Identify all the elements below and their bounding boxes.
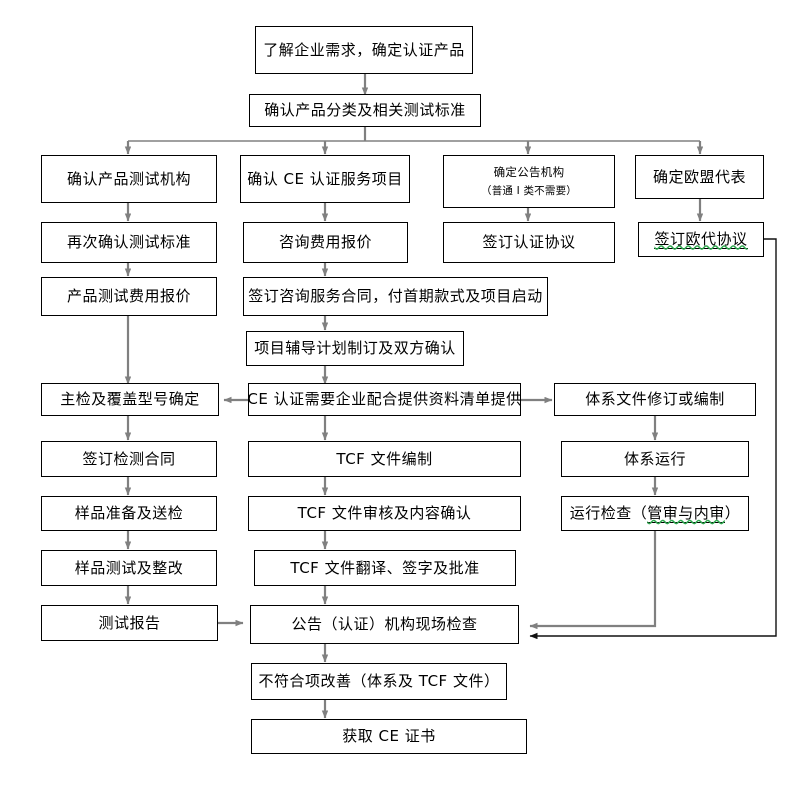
node-nonconformity-improvement[interactable]: 不符合项改善（体系及 TCF 文件） <box>251 663 507 700</box>
node-product-classification[interactable]: 确认产品分类及相关测试标准 <box>249 94 481 127</box>
operation-check-text: 运行检查（管审与内审） <box>569 504 741 524</box>
node-determine-notified-body[interactable]: 确定公告机构 （普通 I 类不需要） <box>443 155 615 208</box>
node-sign-certification-agreement[interactable]: 签订认证协议 <box>443 222 615 263</box>
node-label: 样品测试及整改 <box>74 558 184 577</box>
node-label: 确认 CE 认证服务项目 <box>247 169 403 188</box>
node-obtain-ce-certificate[interactable]: 获取 CE 证书 <box>251 719 527 754</box>
node-sign-testing-contract[interactable]: 签订检测合同 <box>41 441 217 477</box>
node-test-report[interactable]: 测试报告 <box>41 605 218 641</box>
node-label: 不符合项改善（体系及 TCF 文件） <box>258 672 500 691</box>
node-label: 再次确认测试标准 <box>66 233 191 252</box>
node-label: TCF 文件编制 <box>336 449 433 468</box>
node-label: 公告（认证）机构现场检查 <box>291 615 478 634</box>
node-confirm-test-lab[interactable]: 确认产品测试机构 <box>41 155 217 203</box>
node-sign-eu-rep-agreement[interactable]: 签订欧代协议 <box>638 222 764 257</box>
node-label: 运行检查（管审与内审） <box>569 504 741 524</box>
node-label: 确认产品分类及相关测试标准 <box>264 101 466 120</box>
node-label: 签订欧代协议 <box>654 229 748 250</box>
node-label: 主检及覆盖型号确定 <box>60 390 200 409</box>
spellcheck-underlined-phrase: 管审与内审 <box>647 504 725 524</box>
node-label: 签订认证协议 <box>482 233 576 252</box>
node-label: 签订咨询服务合同，付首期款式及项目启动 <box>248 287 543 306</box>
node-operation-check-audit[interactable]: 运行检查（管审与内审） <box>561 496 749 531</box>
node-label: 了解企业需求，确定认证产品 <box>263 40 465 59</box>
node-start[interactable]: 了解企业需求，确定认证产品 <box>255 26 473 74</box>
node-label: 确定公告机构 <box>493 164 565 179</box>
node-consulting-fee-quote[interactable]: 咨询费用报价 <box>243 222 408 263</box>
node-label: 体系文件修订或编制 <box>585 390 725 409</box>
node-main-inspection-models[interactable]: 主检及覆盖型号确定 <box>41 383 219 416</box>
node-sublabel: （普通 I 类不需要） <box>481 185 577 198</box>
node-label: 样品准备及送检 <box>74 504 184 523</box>
node-label: CE 认证需要企业配合提供资料清单提供 <box>247 390 522 409</box>
node-label: TCF 文件翻译、签字及批准 <box>290 558 480 577</box>
node-tcf-review-content-confirmation[interactable]: TCF 文件审核及内容确认 <box>248 496 521 531</box>
node-label: 确定欧盟代表 <box>652 167 746 186</box>
node-tcf-translation-signature-approval[interactable]: TCF 文件翻译、签字及批准 <box>254 550 516 586</box>
node-label: 签订检测合同 <box>82 449 176 468</box>
node-sample-test-rectification[interactable]: 样品测试及整改 <box>41 550 217 586</box>
node-sample-preparation-submission[interactable]: 样品准备及送检 <box>41 496 217 531</box>
node-determine-eu-representative[interactable]: 确定欧盟代表 <box>635 155 764 199</box>
node-ce-required-documents-list[interactable]: CE 认证需要企业配合提供资料清单提供 <box>247 383 522 416</box>
node-label: 产品测试费用报价 <box>66 287 191 306</box>
node-tcf-document-preparation[interactable]: TCF 文件编制 <box>248 441 521 477</box>
node-label: TCF 文件审核及内容确认 <box>297 504 472 523</box>
node-label: 咨询费用报价 <box>278 233 372 252</box>
node-label: 项目辅导计划制订及双方确认 <box>254 339 456 358</box>
node-reconfirm-test-standards[interactable]: 再次确认测试标准 <box>41 222 217 263</box>
node-sign-consulting-contract[interactable]: 签订咨询服务合同，付首期款式及项目启动 <box>243 277 548 316</box>
node-product-test-fee-quote[interactable]: 产品测试费用报价 <box>41 277 217 316</box>
node-label: 获取 CE 证书 <box>342 727 436 746</box>
node-project-coaching-plan[interactable]: 项目辅导计划制订及双方确认 <box>246 331 464 366</box>
node-label: 确认产品测试机构 <box>66 169 191 188</box>
node-system-operation[interactable]: 体系运行 <box>561 441 749 477</box>
node-notified-body-onsite-audit[interactable]: 公告（认证）机构现场检查 <box>250 605 519 644</box>
node-label: 体系运行 <box>623 449 686 468</box>
node-system-document-revision[interactable]: 体系文件修订或编制 <box>554 383 756 416</box>
node-label: 测试报告 <box>98 613 161 632</box>
node-confirm-ce-service-items[interactable]: 确认 CE 认证服务项目 <box>240 155 410 203</box>
